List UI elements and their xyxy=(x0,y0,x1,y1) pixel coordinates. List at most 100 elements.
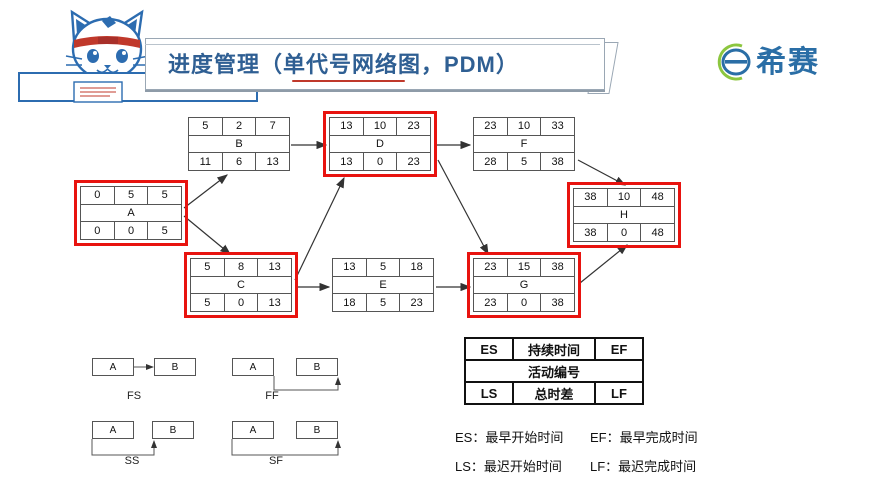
node-e-dur: 5 xyxy=(367,259,401,276)
edge-f-h xyxy=(577,159,627,186)
node-a-label: A xyxy=(127,207,135,219)
node-d-dur: 10 xyxy=(364,118,398,135)
node-e-tf: 5 xyxy=(367,294,401,312)
activity-node-d[interactable]: 13 10 23 D 13 0 23 xyxy=(323,111,437,177)
edge-g-h xyxy=(579,244,628,284)
legend-ls: LS xyxy=(466,383,514,403)
node-e-ls: 18 xyxy=(333,294,367,312)
node-legend-table: ES 持续时间 EF 活动编号 LS 总时差 LF xyxy=(464,337,644,405)
node-f-label: F xyxy=(520,138,528,150)
node-c-es: 5 xyxy=(191,259,225,276)
node-c-label: C xyxy=(237,279,245,291)
node-b-dur: 2 xyxy=(223,118,257,135)
fs-label: FS xyxy=(126,390,142,402)
node-a-es: 0 xyxy=(81,187,115,204)
legend-duration: 持续时间 xyxy=(527,342,580,358)
ff-connector xyxy=(273,376,341,391)
node-a-dur: 5 xyxy=(115,187,149,204)
node-d-tf: 0 xyxy=(364,153,398,171)
activity-node-e[interactable]: 13 5 18 E 18 5 23 xyxy=(332,258,434,312)
fs-box-b: B xyxy=(154,358,196,376)
legend-ef: EF xyxy=(594,339,642,359)
node-b-ls: 11 xyxy=(189,153,223,171)
node-c-dur: 8 xyxy=(225,259,259,276)
node-c-ls: 5 xyxy=(191,294,225,312)
node-g-label: G xyxy=(519,279,529,291)
node-g-dur: 15 xyxy=(508,259,542,276)
node-e-lf: 23 xyxy=(410,296,423,309)
node-f-dur: 10 xyxy=(508,118,542,135)
legend-es: ES xyxy=(466,339,514,359)
ff-box-b: B xyxy=(296,358,338,376)
node-b-tf: 6 xyxy=(223,153,257,171)
node-a-ef: 5 xyxy=(161,189,168,202)
legend-activity-id: 活动编号 xyxy=(527,364,580,380)
node-g-ls: 23 xyxy=(474,294,508,312)
node-g-tf: 0 xyxy=(508,294,542,312)
title-underline xyxy=(292,80,405,82)
node-e-es: 13 xyxy=(333,259,367,276)
node-a-lf: 5 xyxy=(161,224,168,237)
ss-label: SS xyxy=(124,455,140,467)
node-g-lf: 38 xyxy=(551,296,564,309)
sf-label: SF xyxy=(268,455,284,467)
node-h-label: H xyxy=(620,209,628,221)
node-d-lf: 23 xyxy=(407,155,420,168)
edge-d-g xyxy=(437,159,489,256)
definition-lf: LF：最迟完成时间 xyxy=(590,459,697,474)
node-d-es: 13 xyxy=(330,118,364,135)
node-d-label: D xyxy=(376,138,384,150)
ss-connector xyxy=(91,439,157,456)
node-f-ls: 28 xyxy=(474,153,508,171)
circle-e-icon xyxy=(717,43,751,81)
ss-box-a: A xyxy=(92,421,134,439)
legend-total-float: 总时差 xyxy=(534,386,574,402)
node-h-es: 38 xyxy=(574,189,608,206)
activity-node-h[interactable]: 38 10 48 H 38 0 48 xyxy=(567,182,681,248)
edge-a-b xyxy=(183,174,228,209)
node-g-ef: 38 xyxy=(551,261,564,274)
node-f-es: 23 xyxy=(474,118,508,135)
node-d-ef: 23 xyxy=(407,120,420,133)
fs-box-a: A xyxy=(92,358,134,376)
definition-ls: LS：最迟开始时间 xyxy=(455,459,562,474)
node-h-ef: 48 xyxy=(651,191,664,204)
sf-connector xyxy=(231,439,341,456)
node-a-ls: 0 xyxy=(81,222,115,240)
sf-box-a: A xyxy=(232,421,274,439)
edge-a-c xyxy=(183,215,231,255)
definition-es: ES：最早开始时间 xyxy=(455,430,564,445)
fs-connector xyxy=(134,364,154,370)
node-f-ef: 33 xyxy=(551,120,564,133)
page-title: 进度管理（单代号网络图，PDM） xyxy=(168,52,519,77)
sf-box-b: B xyxy=(296,421,338,439)
ss-box-b: B xyxy=(152,421,194,439)
node-c-tf: 0 xyxy=(225,294,259,312)
activity-node-c[interactable]: 5 8 13 C 5 0 13 xyxy=(184,252,298,318)
activity-node-b[interactable]: 5 2 7 B 11 6 13 xyxy=(188,117,290,171)
brand-logo: 希赛 xyxy=(712,40,872,88)
node-d-ls: 13 xyxy=(330,153,364,171)
activity-node-a[interactable]: 0 5 5 A 0 0 5 xyxy=(74,180,188,246)
node-h-lf: 48 xyxy=(651,226,664,239)
node-f-lf: 38 xyxy=(551,155,564,168)
node-a-tf: 0 xyxy=(115,222,149,240)
definition-ef: EF：最早完成时间 xyxy=(590,430,698,445)
node-c-lf: 13 xyxy=(268,296,281,309)
legend-lf: LF xyxy=(594,383,642,403)
paper-on-desk-icon xyxy=(73,81,123,103)
node-g-es: 23 xyxy=(474,259,508,276)
node-b-es: 5 xyxy=(189,118,223,135)
node-h-dur: 10 xyxy=(608,189,642,206)
node-c-ef: 13 xyxy=(268,261,281,274)
activity-node-f[interactable]: 23 10 33 F 28 5 38 xyxy=(473,117,575,171)
node-h-tf: 0 xyxy=(608,224,642,242)
banner-rule-top xyxy=(145,44,600,45)
brand-name: 希赛 xyxy=(756,46,820,79)
banner-rule-bottom xyxy=(145,90,605,92)
node-f-tf: 5 xyxy=(508,153,542,171)
node-e-label: E xyxy=(379,279,387,291)
activity-node-g[interactable]: 23 15 38 G 23 0 38 xyxy=(467,252,581,318)
node-b-ef: 7 xyxy=(269,120,276,133)
